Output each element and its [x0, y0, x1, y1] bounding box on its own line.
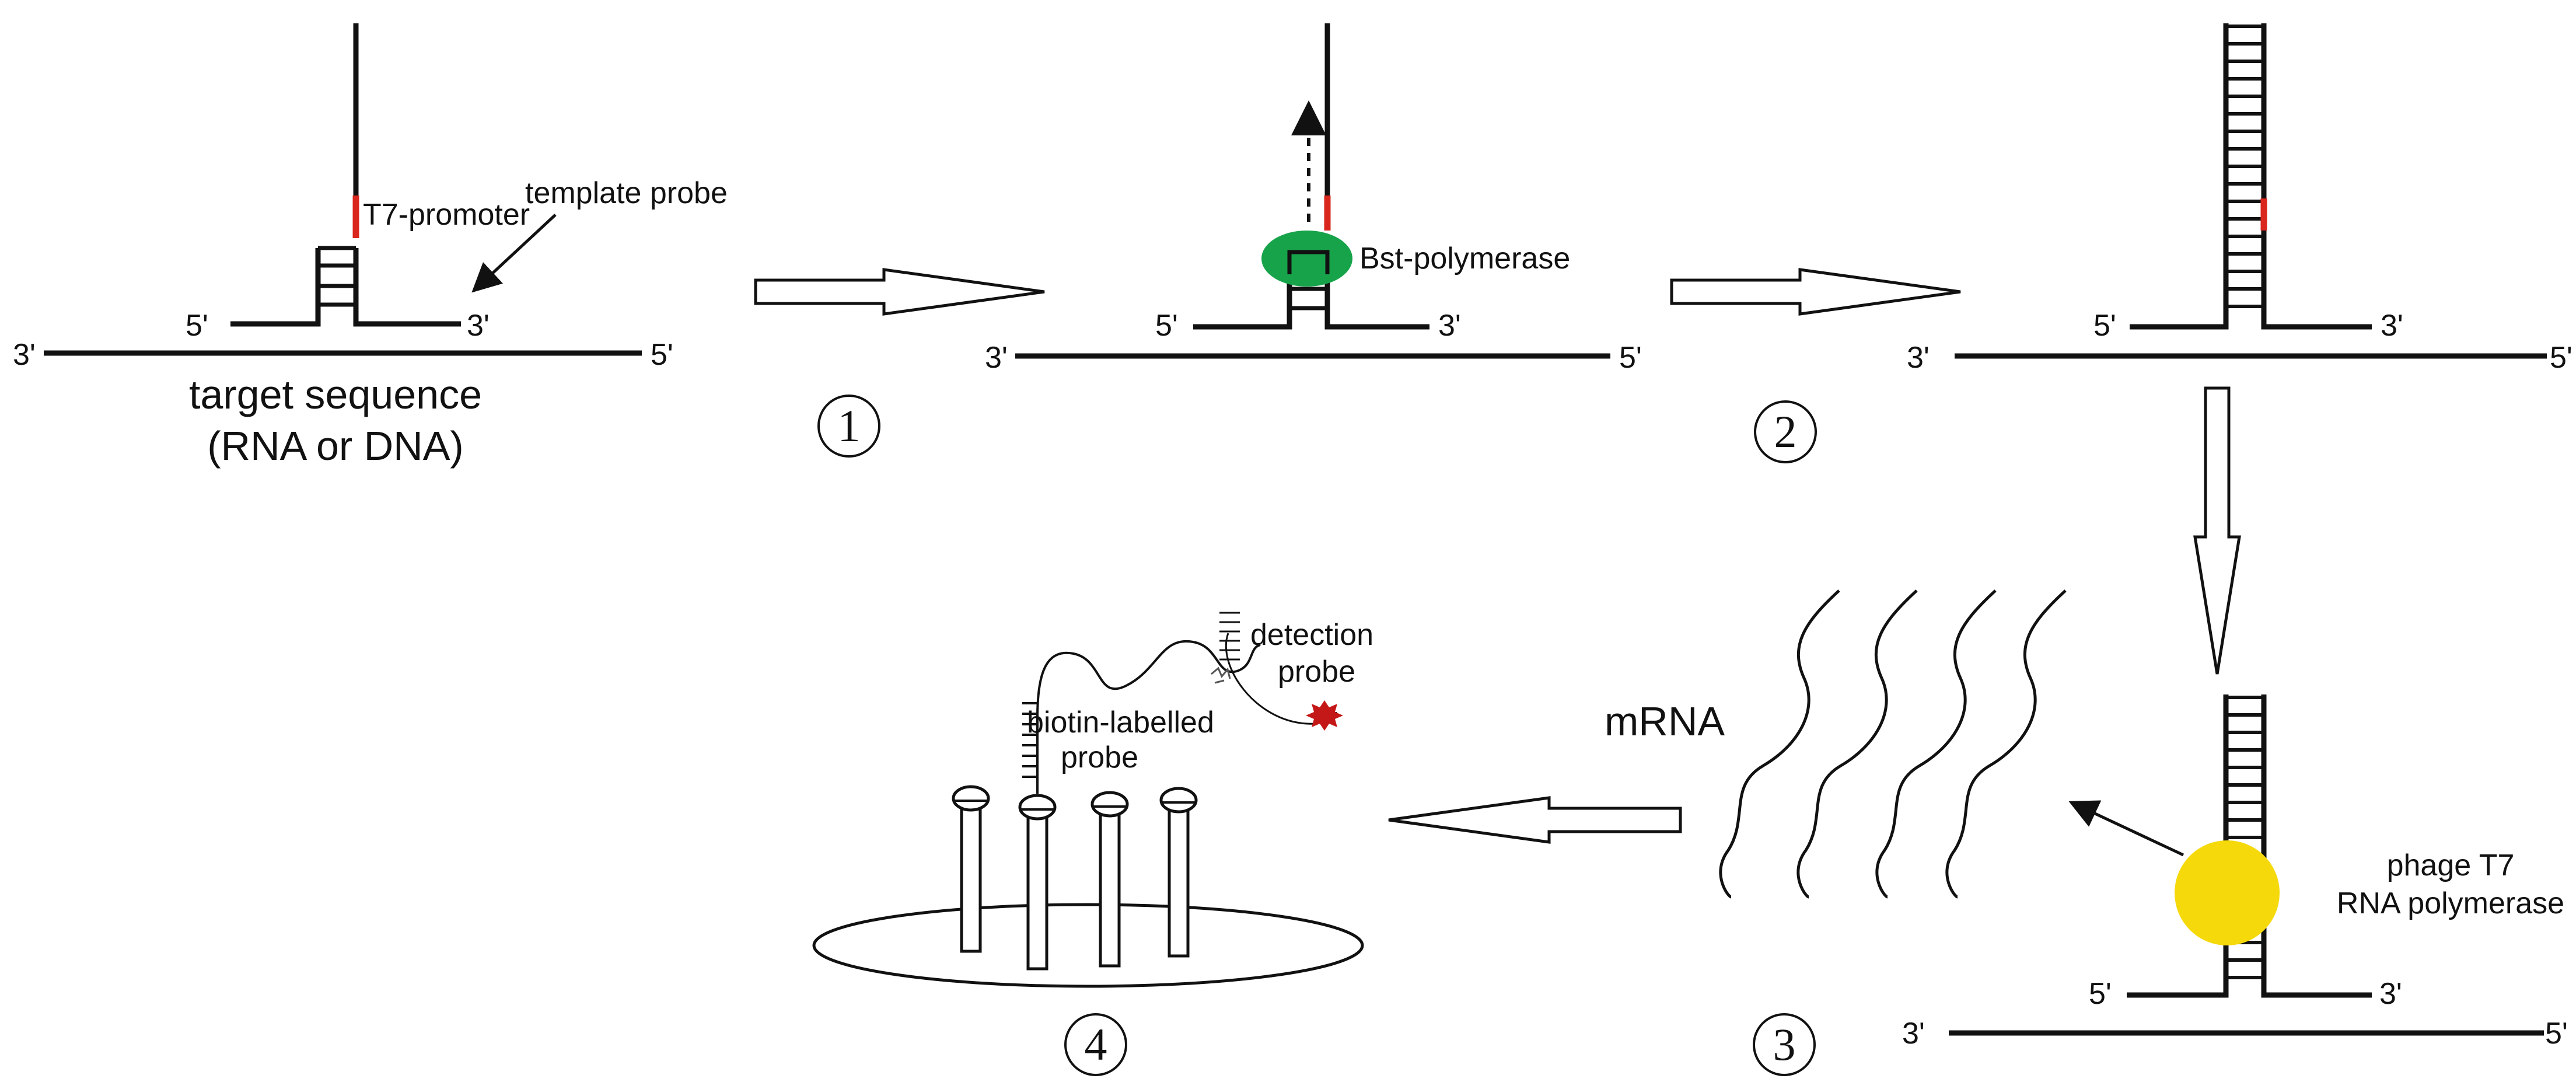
probe-strand-left	[230, 248, 321, 327]
end-label-5-target: 5'	[2550, 341, 2572, 375]
target-type-label: (RNA or DNA)	[207, 423, 463, 469]
transcript-release-arrow	[2068, 800, 2184, 857]
mrna-label: mRNA	[1605, 699, 1725, 744]
mrna-strand	[1945, 589, 2067, 899]
process-arrow-step1	[754, 268, 1045, 316]
mrna-strand	[1796, 589, 1918, 899]
t7-rna-polymerase-blob	[2175, 840, 2280, 945]
panel-double-stranded: 5' 3' 3' 5'	[1907, 23, 2572, 375]
process-arrow-down	[2193, 386, 2241, 675]
panel-probe-binding: 5' 3' 3' 5' T7-promoter template probe t…	[13, 23, 728, 469]
t7-polymerase-label-line2: RNA polymerase	[2337, 886, 2564, 920]
target-sequence-label: target sequence	[189, 372, 482, 417]
t7-polymerase-label-line1: phage T7	[2387, 849, 2515, 882]
bst-polymerase-blob	[1261, 231, 1352, 287]
detection-probe-label-line1: detection	[1250, 618, 1373, 652]
panel-transcription: phage T7 RNA polymerase 5' 3' 3' 5'	[1902, 694, 2568, 1050]
probe-strand-left	[2127, 694, 2229, 998]
solid-support	[812, 903, 1364, 988]
svg-text:4: 4	[1085, 1019, 1107, 1070]
template-probe-label: template probe	[525, 176, 728, 210]
end-label-3-probe: 3'	[467, 309, 490, 343]
mrna-strand	[1719, 589, 1840, 899]
duplex-ladder	[2226, 25, 2264, 308]
step-marker-2: 2	[1754, 400, 1817, 463]
end-label-5-probe: 5'	[2093, 309, 2116, 343]
end-label-3-target: 3'	[1902, 1017, 1925, 1050]
end-label-3-target: 3'	[1907, 341, 1930, 375]
end-label-5-target: 5'	[2545, 1017, 2568, 1050]
biotin-probe-rungs	[1022, 702, 1037, 778]
end-label-5-target: 5'	[651, 338, 673, 372]
bst-polymerase-label: Bst-polymerase	[1359, 242, 1570, 275]
t7-promoter-label: T7-promoter	[363, 198, 530, 232]
capture-pillar	[1090, 791, 1129, 968]
mrna-strand	[1875, 589, 1997, 899]
probe-strand-right	[2261, 694, 2372, 998]
end-label-5-probe: 5'	[186, 309, 208, 343]
detection-label-star	[1306, 700, 1343, 731]
captured-target-strand	[1036, 640, 1261, 794]
step-marker-1: 1	[817, 395, 880, 458]
end-label-3-probe: 3'	[2379, 977, 2402, 1011]
probe-strand-right	[353, 248, 461, 327]
end-label-3-target: 3'	[985, 341, 1008, 375]
panel-bst-extension: Bst-polymerase 5' 3' 3' 5'	[985, 23, 1642, 375]
detection-probe-label-line2: probe	[1278, 655, 1355, 689]
svg-text:1: 1	[838, 400, 861, 451]
template-probe-pointer	[471, 214, 557, 293]
step-marker-3: 3	[1753, 1013, 1816, 1076]
mrna-transcripts: mRNA	[1605, 589, 2067, 899]
detection-probe-mark	[1211, 666, 1231, 684]
hairpin-top-over-polymerase	[1287, 250, 1330, 274]
process-arrow-step2	[1670, 268, 1961, 316]
biotin-probe-label-line2: probe	[1061, 741, 1138, 774]
end-label-5-probe: 5'	[2089, 977, 2112, 1011]
probe-strand-right	[2261, 23, 2372, 330]
capture-pillar	[1159, 787, 1198, 958]
capture-pillar	[1018, 794, 1057, 971]
end-label-3-probe: 3'	[1438, 309, 1461, 343]
capture-pillar	[952, 785, 990, 953]
detection-assay: biotin-labelled probe detection probe	[812, 612, 1373, 988]
end-label-5-probe: 5'	[1155, 309, 1178, 343]
end-label-3-target: 3'	[13, 338, 36, 372]
svg-text:3: 3	[1773, 1019, 1796, 1070]
detection-probe-rungs	[1219, 612, 1240, 661]
probe-strand-left	[2130, 23, 2229, 330]
end-label-3-probe: 3'	[2381, 309, 2403, 343]
end-label-5-target: 5'	[1619, 341, 1642, 375]
process-arrow-step4	[1388, 796, 1682, 844]
svg-text:2: 2	[1774, 406, 1797, 457]
biotin-probe-label-line1: biotin-labelled	[1027, 706, 1214, 739]
step-marker-4: 4	[1064, 1013, 1127, 1076]
